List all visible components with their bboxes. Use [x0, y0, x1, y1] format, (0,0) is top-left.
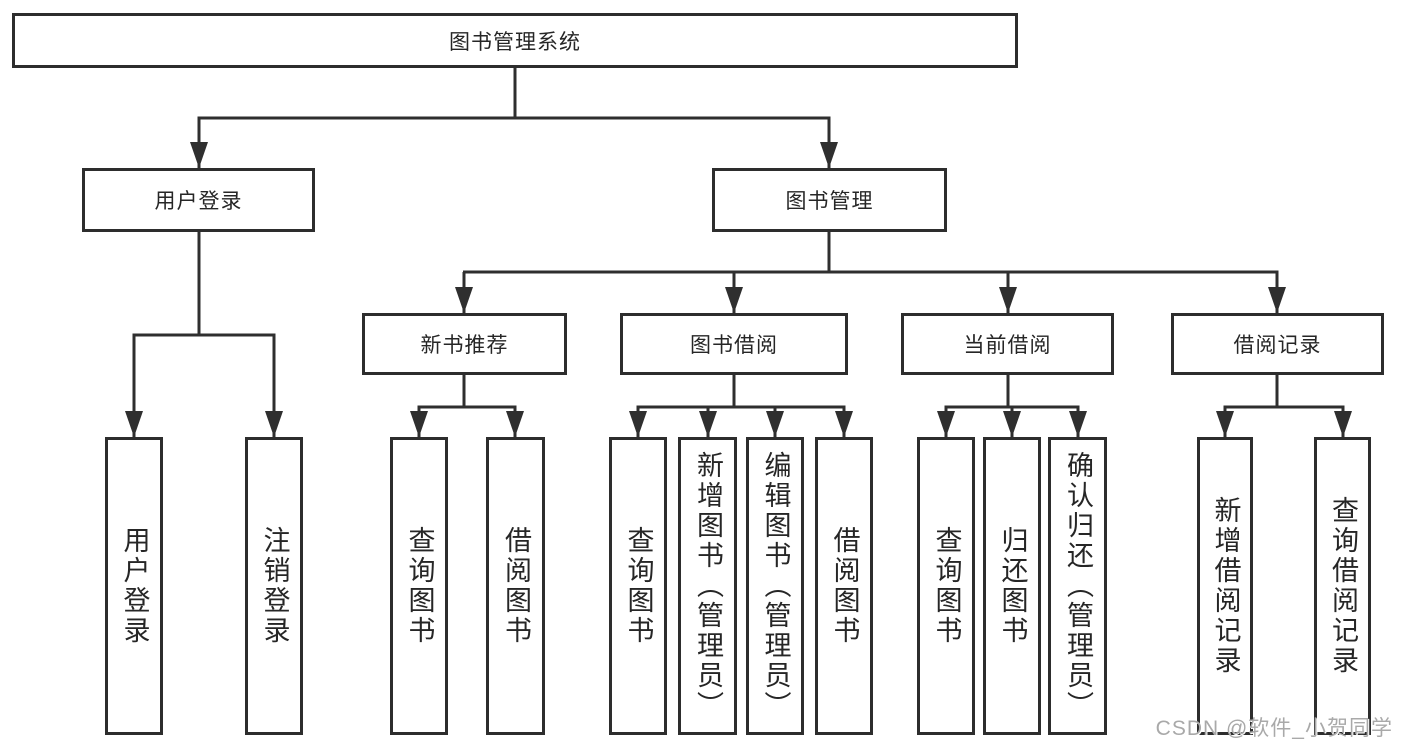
node-label: 借阅图书	[829, 526, 860, 646]
watermark: CSDN @软件_小贺同学	[1155, 717, 1393, 740]
leaf-records-add-record: 新增借阅记录	[1197, 437, 1253, 735]
node-label: 用户登录	[154, 190, 243, 213]
node-label: 确认归还（管理员）	[1063, 451, 1093, 721]
leaf-borrow-borrow-books: 借阅图书	[815, 437, 873, 735]
node-label: 图书管理	[785, 190, 874, 213]
node-label: 用户登录	[119, 526, 150, 646]
node-label: 查询借阅记录	[1328, 496, 1358, 676]
leaf-borrow-add-books-admin: 新增图书（管理员）	[678, 437, 737, 735]
leaf-recommend-query-books: 查询图书	[390, 437, 448, 735]
connector-book-management	[463, 231, 1279, 274]
node-label: 新增图书（管理员）	[693, 451, 723, 721]
leaf-current-query-books: 查询图书	[917, 437, 975, 735]
leaf-records-query-record: 查询借阅记录	[1314, 437, 1371, 735]
node-label: 新增借阅记录	[1210, 496, 1241, 676]
node-label: 新书推荐	[420, 334, 509, 357]
node-book-borrow: 图书借阅	[620, 313, 848, 375]
node-label: 图书管理系统	[449, 30, 581, 54]
node-user-login: 用户登录	[82, 168, 315, 232]
node-label: 查询图书	[623, 526, 654, 646]
leaf-logout: 注销登录	[245, 437, 303, 735]
node-borrow-records: 借阅记录	[1171, 313, 1384, 375]
node-label: 归还图书	[997, 526, 1028, 646]
connector-book-borrow	[636, 374, 846, 409]
node-label: 查询图书	[404, 526, 435, 646]
node-label: 编辑图书（管理员）	[760, 451, 791, 721]
node-label: 借阅记录	[1233, 334, 1322, 357]
node-new-book-recommend: 新书推荐	[362, 313, 567, 375]
connector-root	[197, 66, 831, 120]
connector-current-borrow	[944, 374, 1080, 409]
node-system-root: 图书管理系统	[12, 13, 1018, 68]
node-current-borrow: 当前借阅	[901, 313, 1114, 375]
connector-new-book-recommend	[417, 374, 517, 409]
node-book-management: 图书管理	[712, 168, 947, 232]
connector-borrow-records	[1223, 374, 1345, 409]
node-label: 图书借阅	[690, 334, 778, 357]
node-label: 当前借阅	[963, 334, 1052, 357]
leaf-recommend-borrow-books: 借阅图书	[486, 437, 545, 735]
leaf-user-login: 用户登录	[105, 437, 163, 735]
node-label: 借阅图书	[501, 526, 531, 646]
node-label: 注销登录	[259, 526, 290, 646]
connector-user-login	[132, 231, 276, 337]
leaf-current-return-books: 归还图书	[983, 437, 1041, 735]
leaf-borrow-edit-books-admin: 编辑图书（管理员）	[746, 437, 804, 735]
node-label: 查询图书	[931, 526, 962, 646]
leaf-current-confirm-return-admin: 确认归还（管理员）	[1048, 437, 1107, 735]
leaf-borrow-query-books: 查询图书	[609, 437, 667, 735]
